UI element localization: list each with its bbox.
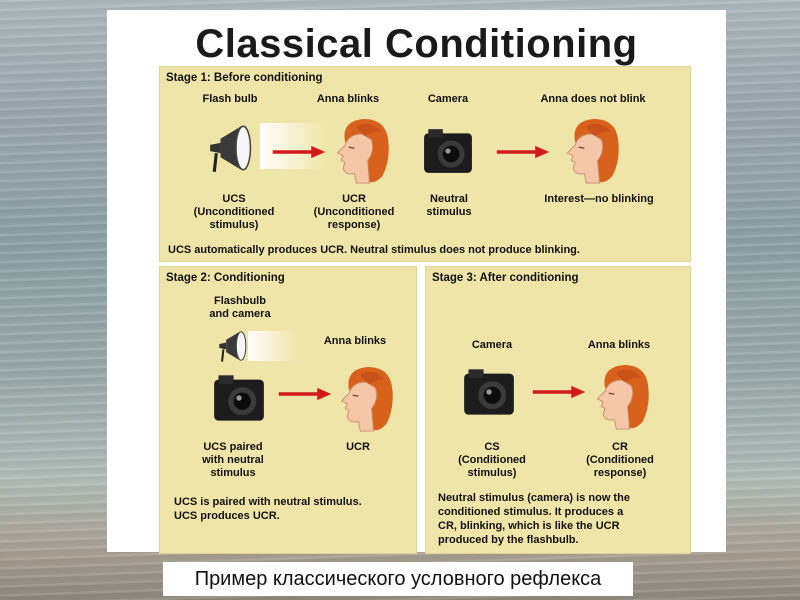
anna-head-icon [332,361,398,437]
arrow-icon [496,145,550,159]
anna-no-blink-label: Anna does not blink [540,93,646,105]
stage-2-heading: Stage 2: Conditioning [166,272,285,284]
cr-label: CR (Conditioned response) [586,441,654,479]
anna-head-icon [328,113,394,189]
flash-bulb-icon [206,119,268,177]
camera-icon [422,125,474,177]
flashbulb-camera-label: Flashbulb and camera [209,295,271,320]
ucs-label: UCS (Unconditioned stimulus) [193,193,275,231]
arrow-icon [272,145,326,159]
stage-3-summary: Neutral stimulus (camera) is now the con… [438,492,630,546]
stage-1-panel: Stage 1: Before conditioning Flash bulb … [159,66,691,262]
arrow-icon [532,385,586,399]
cs-label: CS (Conditioned stimulus) [458,441,526,479]
slide: Classical Conditioning Stage 1: Before c… [107,10,726,554]
anna-blinks-label: Anna blinks [316,93,380,105]
flash-light-beam [248,331,298,361]
camera-label: Camera [471,339,513,351]
stage-3-heading: Stage 3: After conditioning [432,272,579,284]
stage-2-panel: Stage 2: Conditioning Flashbulb and came… [159,266,417,554]
anna-head-icon [558,113,624,189]
stage-2-summary: UCS is paired with neutral stimulus. UCS… [174,496,362,522]
slide-title: Classical Conditioning [195,22,638,66]
stage-1-summary: UCS automatically produces UCR. Neutral … [168,244,580,256]
camera-icon [462,365,516,419]
ucr-label: UCR (Unconditioned response) [313,193,395,231]
camera-icon [212,371,266,425]
camera-label: Camera [427,93,469,105]
flash-light-beam [260,123,328,169]
slide-caption: Пример классического условного рефлекса [163,562,633,596]
stage-1-heading: Stage 1: Before conditioning [166,72,323,84]
anna-head-icon [588,359,654,435]
interest-label: Interest—no blinking [544,193,654,205]
ucr-label: UCR [346,441,370,453]
neutral-stimulus-label: Neutral stimulus [426,193,472,218]
anna-blinks-label: Anna blinks [587,339,651,351]
arrow-icon [278,387,332,401]
stage-3-panel: Stage 3: After conditioning Camera Anna … [425,266,691,554]
flash-bulb-label: Flash bulb [202,93,258,105]
ucs-paired-label: UCS paired with neutral stimulus [202,441,264,479]
anna-blinks-label: Anna blinks [323,335,387,347]
